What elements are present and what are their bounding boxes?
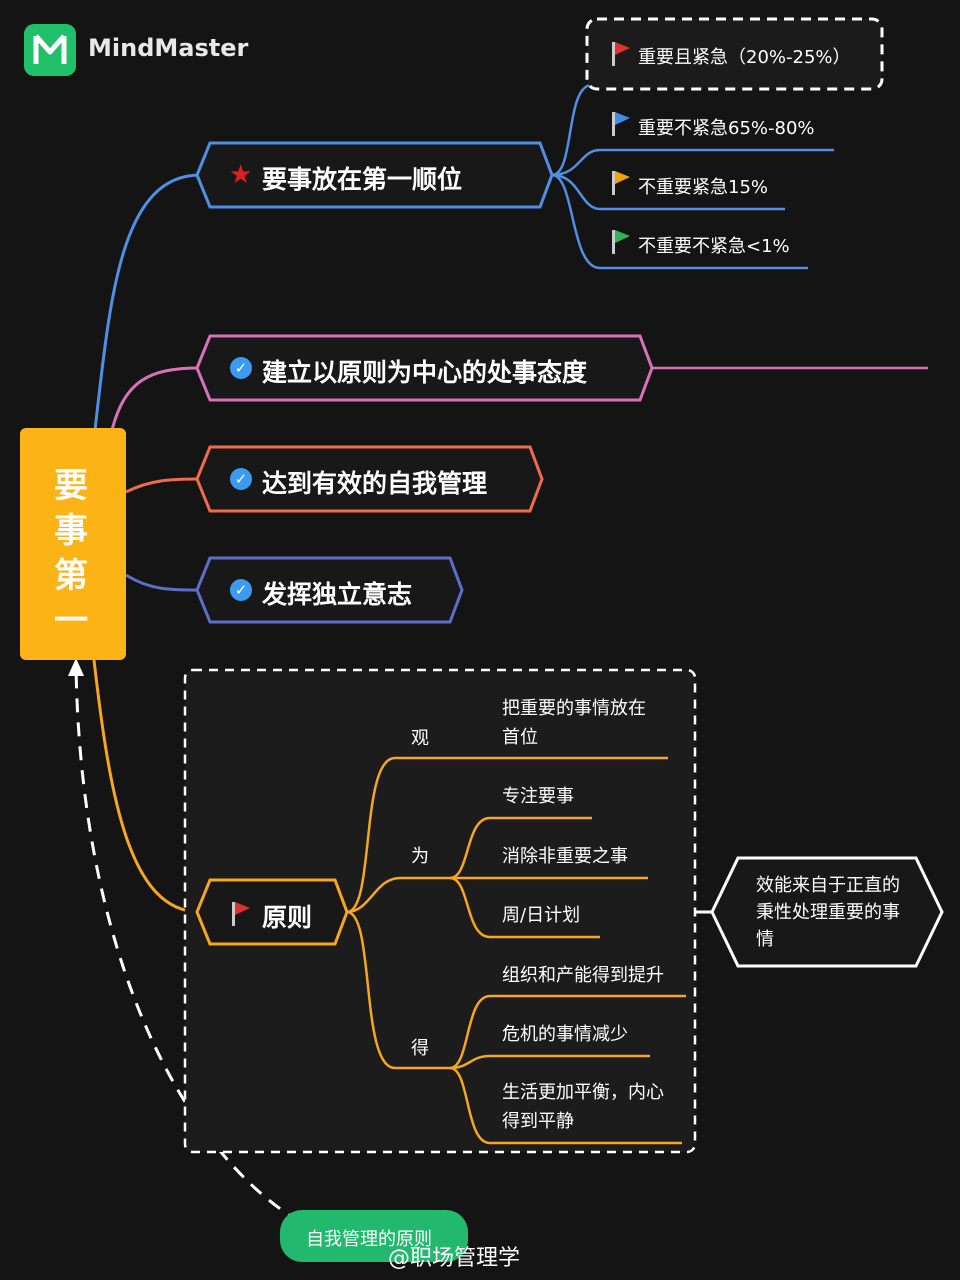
flag-icon-3 (612, 171, 630, 195)
group-label-guan[interactable]: 观 (411, 728, 429, 749)
item-connector-3-2 (449, 1054, 650, 1070)
item-de-3[interactable]: 生活更加平衡，内心得到平静 (502, 1082, 664, 1132)
item-wei-2[interactable]: 消除非重要之事 (502, 846, 628, 867)
arrow-head-icon (68, 658, 84, 676)
root-char-1: 要 (54, 466, 88, 506)
connector-branch-5 (92, 659, 201, 914)
branch-1-child-3[interactable]: 不重要紧急15% (638, 177, 769, 198)
connector-branch-4 (125, 573, 201, 592)
connector-branch-3 (125, 477, 201, 494)
branch-1-child-2[interactable]: 重要不紧急65%-80% (638, 118, 815, 139)
item-wei-3[interactable]: 周/日计划 (502, 905, 581, 926)
mindmaster-logo (24, 24, 76, 76)
bottom-tag[interactable] (280, 1210, 468, 1262)
branch-5-label[interactable]: 原则 (262, 903, 313, 932)
group-label-de[interactable]: 得 (411, 1038, 429, 1059)
item-de-1[interactable]: 组织和产能得到提升 (502, 965, 664, 986)
app-name: MindMaster (88, 34, 249, 62)
item-connector-2-1 (449, 816, 592, 880)
check-icon: ✓ (230, 579, 252, 601)
highlight-box (585, 17, 884, 91)
logo-mark-icon (33, 34, 67, 64)
child-connector-1 (551, 83, 593, 177)
branch-2-label[interactable]: 建立以原则为中心的处事态度 (262, 358, 588, 387)
item-wei-1[interactable]: 专注要事 (502, 786, 574, 807)
check-icon: ✓ (230, 357, 252, 379)
group-connector-2 (346, 876, 450, 914)
dashed-return-arrow (74, 664, 301, 1224)
flag-icon-1 (612, 42, 630, 66)
item-de-2[interactable]: 危机的事情减少 (502, 1024, 628, 1045)
callout-text[interactable]: 效能来自于正直的秉性处理重要的事情 (756, 875, 900, 950)
item-connector-3-3 (449, 1066, 682, 1145)
branch-1-label[interactable]: 要事放在第一顺位 (262, 165, 463, 194)
root-char-3: 第 (54, 556, 88, 596)
child-connector-2 (551, 148, 834, 177)
connector-branch-2 (110, 366, 201, 431)
item-connector-2-3 (449, 876, 600, 939)
star-icon: ★ (229, 160, 253, 190)
group-connector-3 (346, 910, 450, 1070)
branch-1-child-4[interactable]: 不重要不紧急<1% (638, 236, 790, 257)
branch-3-label[interactable]: 达到有效的自我管理 (262, 469, 488, 498)
group-connector-1 (346, 756, 668, 914)
branch-4-label[interactable]: 发挥独立意志 (262, 580, 413, 609)
root-char-2: 事 (54, 511, 88, 551)
child-connector-3 (551, 173, 785, 211)
root-char-4: 一 (54, 601, 88, 641)
branch-1-child-1[interactable]: 重要且紧急（20%-25%） (638, 47, 851, 68)
watermark: @职场管理学 (388, 1246, 521, 1271)
connector-branch-1 (93, 173, 201, 431)
flag-icon-4 (612, 230, 630, 254)
flag-icon-2 (612, 112, 630, 136)
branch-4-frame (195, 556, 464, 624)
branch-5-frame (195, 878, 349, 946)
item-connector-3-1 (449, 994, 686, 1070)
check-icon: ✓ (230, 468, 252, 490)
group-label-wei[interactable]: 为 (411, 846, 429, 867)
bottom-tag-label: 自我管理的原则 (306, 1229, 432, 1250)
item-guan-1[interactable]: 把重要的事情放在首位 (502, 698, 646, 748)
branch-1-frame (195, 141, 554, 209)
flag-icon-principle (232, 902, 250, 926)
child-connector-4 (551, 173, 808, 270)
root-node[interactable] (20, 428, 126, 660)
branch-2-frame (195, 334, 654, 402)
branch-3-frame (195, 445, 544, 513)
